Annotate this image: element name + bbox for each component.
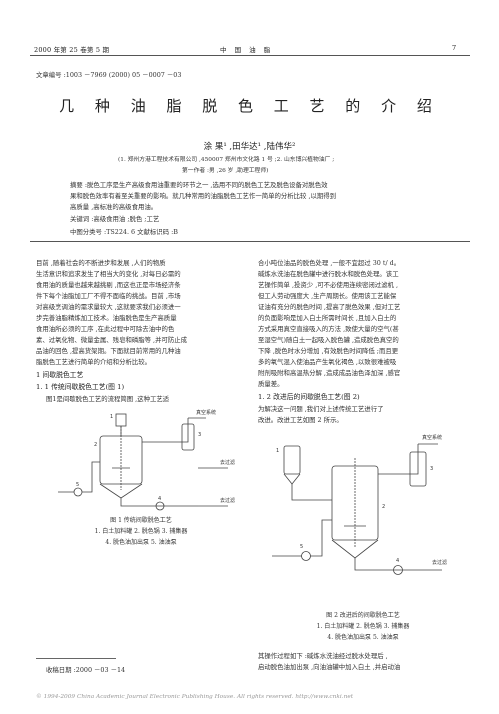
- body-line: 启动脱色油加出泵 ,向油油罐中加入白土 ,并启动油: [258, 663, 401, 671]
- figure-2-legend: 1. 白土加料罐 2. 脱色锅 3. 捕集器: [316, 623, 410, 630]
- operation-paragraph: 其操作过程如下 :碱炼水洗油经过脱水处理后 , 启动脱色油加出泵 ,向油油罐中加…: [258, 651, 468, 673]
- pump-4-shape: [393, 565, 403, 575]
- journal-issue: 2000 年第 25 卷第 5 期: [34, 46, 110, 54]
- clay-hopper-shape: [115, 413, 127, 427]
- section-1-heading: 1 间歇脱色工艺: [36, 371, 84, 379]
- article-id: 文章编号 :1003 －7969 (2000) 05 －0007 －03: [36, 71, 182, 79]
- pump-4-shape: [155, 501, 165, 511]
- outlet-line: [120, 498, 198, 507]
- copyright-footer: © 1994-2009 China Academic Journal Elect…: [36, 694, 354, 700]
- body-line: 艺操作简单 ,投资少 ,可不必使用连续密闭过滤机 ,: [258, 281, 398, 289]
- abstract: 摘要 :脱色工序是生产高级食用油重要的环节之一 ,选用不同的脱色工艺及脱色设备对…: [70, 180, 430, 213]
- fig2-num-3: 3: [430, 466, 433, 472]
- body-line: 至湿空气)随白土一起吸入脱色罐 ,造成脱色真空的: [258, 336, 399, 344]
- fig2-out-label: 去过滤: [432, 559, 447, 566]
- section-1-1-heading: 1. 1 传统间歇脱色工艺(图 1): [36, 383, 125, 391]
- intro-line: 食用油所必须的工序 ,在此过程中可除去油中的色: [36, 325, 175, 333]
- intro-line: 生活意识和追求发生了相当大的变化 ,对每日必需的: [36, 270, 181, 278]
- body-line: 其操作过程如下 :碱炼水洗油经过脱水处理后 ,: [258, 652, 388, 660]
- body-line: 多的氧气混入使油品产生氧化褐色 ,以致很难被吸: [258, 358, 397, 366]
- fig1-steam-label: 去过滤: [220, 459, 235, 466]
- abstract-rule: [30, 241, 470, 242]
- first-author-note: 第一作者 :男 ,26 岁 ,助理工程师): [182, 168, 269, 174]
- fig1-out-label: 去过滤: [220, 497, 235, 504]
- vapor-line: [142, 418, 189, 443]
- fig2-num-2: 2: [382, 504, 385, 510]
- header-rule: [30, 55, 470, 56]
- right-paragraph: 合小吨位油品的脱色处理 ,一般不宜超过 30 t/ d。 碱炼水洗油在脱色罐中进…: [258, 258, 468, 390]
- fig2-vacuum-label: 真空系统: [422, 434, 442, 441]
- body-line: 碱炼水洗油在脱色罐中进行脱水和脱色处理。该工: [258, 270, 399, 278]
- figure-2-caption: 图 2 改进后的间歇脱色工艺: [326, 612, 400, 619]
- intro-line: 对高级烹调油的需求量较大 ,这就要求我们必须进一: [36, 303, 181, 311]
- vapor-line: [378, 444, 419, 475]
- intro-line: 步完善油脂精炼加工技术。油脂脱色是生产高质量: [36, 314, 177, 322]
- figure-2-diagram: 真空系统 去过滤 1 2 3 4 5: [272, 434, 447, 575]
- body-line: 方式采用真空直接吸入的方法 ,致使大量的空气(甚: [258, 325, 399, 333]
- body-line: 改进。改进工艺如图 2 所示。: [258, 416, 343, 424]
- fig1-num-4: 4: [158, 496, 161, 502]
- intro-line: 目前 ,随着社会的不断进步和发展 ,人们的物质: [36, 259, 166, 267]
- classification: 中图分类号 :TS224. 6 文献标识码 :B: [70, 228, 178, 236]
- trap-shape: [409, 451, 427, 487]
- trap-shape: [181, 423, 195, 451]
- section-1-1-text: 图1是间歇脱色工艺的流程简图 ,这种工艺适: [46, 395, 170, 403]
- abstract-line: 摘要 :脱色工序是生产高级食用油重要的环节之一 ,选用不同的脱色工艺及脱色设备对…: [70, 181, 328, 189]
- intro-paragraph: 目前 ,随着社会的不断进步和发展 ,人们的物质 生活意识和追求发生了相当大的变化…: [36, 258, 246, 368]
- pump-5-shape: [73, 487, 83, 497]
- affiliation: (1. 郑州方港工程技术有限公司 ,450007 郑州市文化路 1 号 ;2. …: [118, 157, 335, 163]
- body-line: 下降 ,脱色时水分增加 ,有效脱色时间降低 ;而且更: [258, 347, 399, 355]
- abstract-line: 果和脱色效率有着至关重要的影响。就几种常用的油脂脱色工艺作一简单的分析比较 ,以…: [70, 192, 337, 200]
- pump-5-shape: [301, 551, 311, 561]
- body-line: 的负面影响是加入白土所需时间长 ,且加入白土的: [258, 314, 397, 322]
- intro-line: 食用油的质量也越来越挑剔 ,而这也正是市场经济条: [36, 281, 181, 289]
- intro-line: 件下每个油脂加工厂不得不面临的挑战。目前 ,市场: [36, 292, 181, 300]
- figure-1-caption: 图 1 传统间歇脱色工艺: [110, 517, 172, 524]
- fig2-num-1: 1: [276, 448, 279, 454]
- hopper-cone: [283, 473, 301, 485]
- feed-line: [58, 461, 100, 493]
- figure-1-legend: 4. 脱色油加出泵 5. 油油泵: [105, 539, 177, 546]
- fig2-num-5: 5: [300, 544, 303, 550]
- fig2-num-4: 4: [396, 558, 399, 564]
- body-line: 但工人劳动强度大 ,生产周期长。使用该工艺能保: [258, 292, 397, 300]
- journal-name: 中 国 油 脂: [220, 46, 274, 54]
- fig1-num-2: 2: [94, 442, 97, 448]
- paper-title: 几 种 油 脂 脱 色 工 艺 的 介 绍: [59, 97, 440, 115]
- fig1-num-5: 5: [76, 482, 79, 488]
- intro-line: 脂脱色工艺进行简单的介绍和分析比较。: [36, 358, 152, 366]
- body-line: 证油有充分的脱色时间 ,提高了脱色效果 ,但对工艺: [258, 303, 401, 311]
- figure-1-legend: 1. 白土加料罐 2. 脱色锅 3. 捕集器: [94, 528, 188, 535]
- figure-1-diagram: 真空系统 去过滤 去过滤 1 2 3 4 5: [58, 409, 235, 511]
- section-1-2-heading: 1. 2 改进后的间歇脱色工艺(图 2): [258, 393, 360, 401]
- authors: 涂 果¹ ,田华达¹ ,陆伟华²: [203, 142, 296, 152]
- body-line: 合小吨位油品的脱色处理 ,一般不宜超过 30 t/ d。: [258, 259, 401, 267]
- section-1-2-text: 为解决这一问题 ,我们对上述传统工艺进行了 改进。改进工艺如图 2 所示。: [258, 404, 468, 426]
- intro-line: 素、过氧化物、微量金属、残皂和磷脂等 ,并可防止成: [36, 336, 188, 344]
- fig1-num-3: 3: [198, 432, 201, 438]
- abstract-line: 高质量 ,高标准的高级食用油。: [70, 203, 158, 211]
- feed-line: [272, 519, 332, 557]
- receive-date: 收稿日期 :2000 －03 －14: [46, 666, 126, 674]
- footnote-rule: [36, 658, 116, 659]
- fig1-vacuum-label: 真空系统: [196, 409, 216, 416]
- page-number: 7: [452, 44, 457, 52]
- keywords: 关键词 :高级食用油 ;脱色 ;工艺: [70, 215, 160, 223]
- clay-feed-line: [291, 484, 332, 501]
- clay-hopper-shape: [283, 445, 301, 475]
- intro-line: 品油的回色 ,提高货架期。下面就目前常用的几种油: [36, 347, 181, 355]
- body-line: 附剂吸附和高温热分解 ,造成成品油色泽加深 ,感官: [258, 369, 401, 377]
- fig1-num-1: 1: [110, 414, 113, 420]
- figure-2-legend: 4. 脱色油加出泵 5. 油油泵: [327, 634, 399, 641]
- body-line: 为解决这一问题 ,我们对上述传统工艺进行了: [258, 405, 384, 413]
- outlet-line: [354, 558, 442, 571]
- body-line: 质量差。: [258, 380, 284, 388]
